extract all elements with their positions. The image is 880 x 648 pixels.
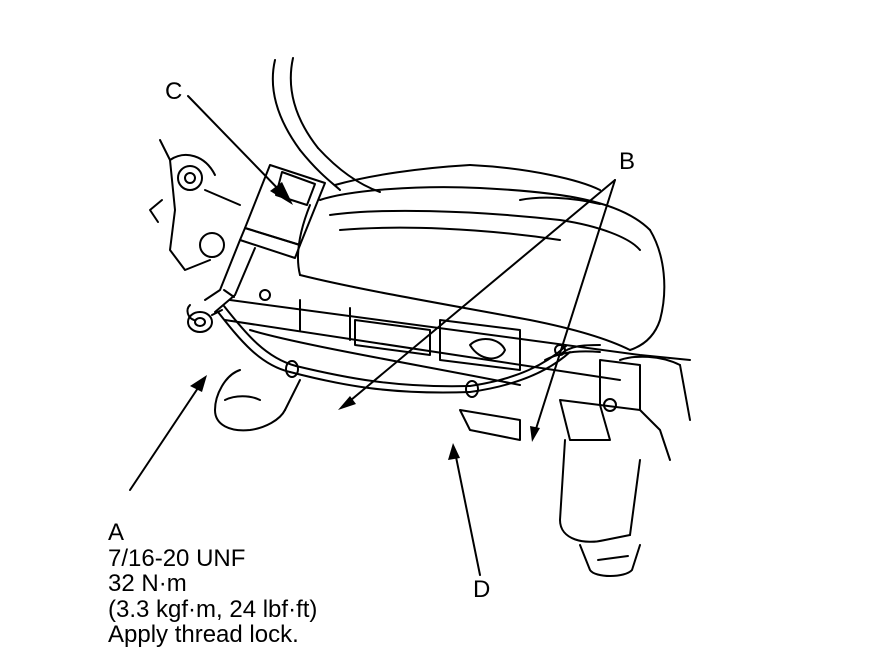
- side-panel: [149, 139, 241, 271]
- spec-note: Apply thread lock.: [108, 621, 299, 648]
- leader-a: [129, 384, 201, 491]
- arrowhead-b1: [338, 396, 356, 410]
- rail-foot-left: [214, 369, 301, 432]
- callout-b: B: [619, 148, 636, 175]
- leader-b2: [534, 179, 616, 433]
- seat-back-outline: [271, 57, 601, 193]
- spec-thread: 7/16-20 UNF: [108, 544, 246, 572]
- seat-belt-buckle-diagram: [129, 57, 691, 577]
- spec-torque-alt: (3.3 kgf·m, 24 lbf·ft): [108, 595, 318, 623]
- callout-c: C: [165, 78, 183, 105]
- callout-a: A: [108, 519, 125, 546]
- callout-d: D: [473, 576, 491, 603]
- seat-cushion: [297, 186, 666, 351]
- arrowhead-b2: [530, 426, 540, 442]
- arrowhead-c: [270, 182, 293, 205]
- leader-d: [454, 451, 481, 576]
- anchor-bolt: [186, 304, 223, 333]
- arrowhead-d: [448, 443, 460, 460]
- arrowhead-a: [190, 375, 207, 392]
- spec-block-a: A 7/16-20 UNF 32 N·m (3.3 kgf·m, 24 lbf·…: [108, 520, 317, 648]
- arrowheads: [190, 182, 540, 460]
- leader-c: [187, 95, 286, 197]
- rail-foot-right: [559, 439, 641, 577]
- leader-b1: [344, 179, 616, 406]
- leader-lines: [129, 95, 616, 576]
- spec-torque: 32 N·m: [108, 570, 187, 597]
